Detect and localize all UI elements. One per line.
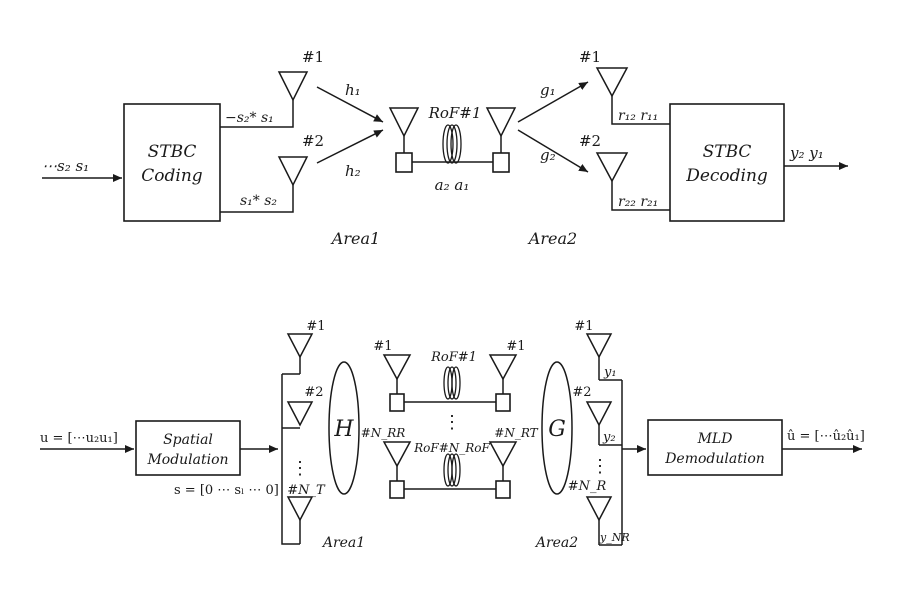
coding-out2-label: s₁* s₂ — [240, 193, 277, 209]
h2-label: h₂ — [345, 162, 361, 180]
spatial-modulation-box — [135, 420, 241, 476]
rau1-right-antenna-icon — [488, 354, 518, 381]
b-rx-antenna-1-label: #1 — [574, 319, 593, 334]
stbc-decoding-line1: STBC — [703, 142, 752, 162]
raun-right-unit — [495, 480, 511, 499]
b-tx-antenna-n-icon — [286, 496, 314, 522]
rof-label: RoF#1 — [428, 104, 482, 122]
s-vector-label: s = [0 ⋯ sₗ ⋯ 0] — [174, 483, 279, 498]
bottom-output-label: û = [⋯û₂û₁] — [787, 429, 865, 444]
tx-bus — [281, 374, 300, 545]
b-rx-antenna-2-icon — [585, 401, 613, 427]
g1-arrow — [517, 81, 589, 123]
top-output-label: y₂ y₁ — [789, 144, 824, 162]
h1-label: h₁ — [345, 81, 361, 99]
rau-left-antenna-icon — [388, 107, 420, 138]
fiber-coil-3 — [450, 124, 462, 164]
b-tx-antenna-n-label: #N_T — [287, 483, 326, 498]
fiber-coil-2 — [446, 124, 458, 164]
rx1-signal-label: r₁₂ r₁₁ — [618, 108, 658, 124]
bottom-input-label: u = [⋯u₂u₁] — [40, 431, 118, 446]
b-tx-antenna-1-icon — [286, 333, 314, 359]
b-tx-antenna-1-label: #1 — [306, 319, 325, 334]
rau-right-antenna-icon — [485, 107, 517, 138]
tx-antenna-2-label: #2 — [302, 132, 324, 150]
rau1-right-unit — [495, 393, 511, 412]
bottom-area2-label: Area2 — [534, 535, 578, 551]
spatial-modulation-line1: Spatial — [163, 432, 213, 448]
tx-feed-1 — [220, 100, 294, 128]
raun-left-antenna-icon — [382, 441, 412, 468]
b-rx-antenna-n-label: #N_R — [568, 479, 607, 494]
b-tx-antenna-2-label: #2 — [304, 385, 323, 400]
rau-left-unit — [395, 152, 413, 173]
top-area2-label: Area2 — [527, 229, 577, 248]
yn-label: y_NR — [599, 531, 630, 544]
rx-feed-2 — [611, 181, 670, 211]
alpha-label: a₂ a₁ — [435, 176, 470, 194]
rau-right-unit — [492, 152, 510, 173]
mld-demodulation-line2: Demodulation — [664, 451, 765, 467]
coding-out1-label: −s₂* s₁ — [225, 110, 274, 126]
rofn-coil-2 — [447, 453, 457, 487]
rof1-label: RoF#1 — [430, 350, 477, 365]
stbc-coding-line1: STBC — [148, 142, 197, 162]
bottom-area1-label: Area1 — [321, 535, 365, 551]
y2-label: y₂ — [602, 430, 616, 445]
tx-antenna-1-label: #1 — [302, 48, 324, 66]
rof1-coil-3 — [451, 366, 461, 400]
stbc-decoding-box — [669, 103, 785, 222]
tx-antenna-1-icon — [277, 71, 309, 102]
channel-h-ellipse — [328, 361, 360, 495]
tx-feed-2 — [220, 185, 294, 213]
rau1-left-label: #1 — [373, 339, 392, 354]
channel-g-label: G — [548, 417, 566, 442]
b-rx-antenna-n-icon — [585, 496, 613, 522]
mld-demodulation-box — [647, 419, 783, 476]
rau1-left-antenna-icon — [382, 354, 412, 381]
channel-h-label: H — [333, 417, 354, 442]
channel-g-ellipse — [541, 361, 573, 495]
rx-feed-1 — [611, 96, 670, 125]
rx-vdots: ⋮ — [591, 456, 609, 477]
stbc-decoding-line2: Decoding — [685, 166, 768, 186]
g1-label: g₁ — [540, 81, 556, 99]
top-diagram: ⋯s₂ s₁ STBC Coding −s₂* s₁ s₁* s₂ #1 #2 … — [42, 48, 848, 248]
b-rx-antenna-1-icon — [585, 333, 613, 359]
rx-antenna-1-icon — [595, 67, 629, 98]
h1-arrow — [316, 86, 384, 123]
rx2-signal-label: r₂₂ r₂₁ — [618, 194, 658, 210]
raun-left-label: #N_RR — [361, 426, 406, 440]
rofn-coil-3 — [451, 453, 461, 487]
g2-label: g₂ — [540, 146, 556, 164]
b-tx-antenna-2-icon — [286, 401, 314, 427]
top-input-label: ⋯s₂ s₁ — [42, 157, 89, 175]
raun-right-label: #N_RT — [494, 426, 538, 440]
rx-antenna-2-icon — [595, 152, 629, 183]
b-rx-antenna-2-label: #2 — [572, 385, 591, 400]
mld-demodulation-line1: MLD — [697, 431, 733, 447]
rof1-coil-2 — [447, 366, 457, 400]
rx-antenna-2-label: #2 — [579, 132, 601, 150]
rx-antenna-1-label: #1 — [579, 48, 601, 66]
rofn-label: RoF#N_RoF — [413, 441, 490, 455]
h2-arrow — [316, 129, 384, 164]
spatial-modulation-line2: Modulation — [146, 452, 228, 468]
stbc-coding-line2: Coding — [141, 166, 203, 186]
rau1-right-label: #1 — [506, 339, 525, 354]
raun-left-unit — [389, 480, 405, 499]
top-area1-label: Area1 — [330, 229, 380, 248]
rau-vdots: ⋮ — [443, 412, 461, 433]
tx-vdots: ⋮ — [291, 458, 309, 479]
y1-label: y₁ — [603, 365, 617, 380]
g2-arrow — [517, 129, 589, 173]
raun-right-antenna-icon — [488, 441, 518, 468]
bottom-diagram: u = [⋯u₂u₁] Spatial Modulation s = [0 ⋯ … — [40, 319, 865, 551]
stbc-coding-box — [123, 103, 221, 222]
rau1-left-unit — [389, 393, 405, 412]
tx-antenna-2-icon — [277, 156, 309, 187]
fiber-coil-1 — [442, 124, 454, 164]
